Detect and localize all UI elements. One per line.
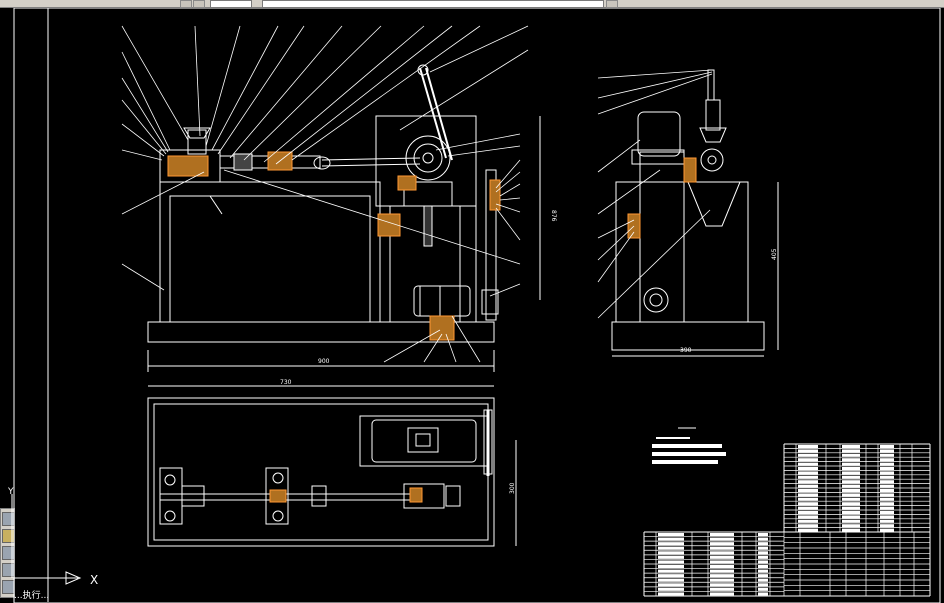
side-width-dimension: 390 [680, 347, 692, 354]
dropdown-arrow-icon[interactable] [606, 0, 618, 8]
toolbar-button[interactable] [193, 0, 205, 8]
plan-height-dimension: 300 [509, 482, 516, 494]
layer-dropdown[interactable] [210, 0, 252, 8]
toolbar-button[interactable] [180, 0, 192, 8]
toolbar [0, 0, 944, 8]
ucs-icon: X Y [7, 487, 98, 587]
side-height-dimension: 405 [771, 248, 778, 260]
front-height-dimension: 876 [550, 210, 557, 222]
leader-lines-front [121, 25, 529, 363]
technical-requirements [652, 427, 726, 464]
drawing-frame [13, 8, 941, 603]
front-width-dimension: 900 [318, 358, 330, 365]
x-axis-label: X [90, 573, 98, 587]
drawing-canvas[interactable]: 900 876 [0, 8, 944, 603]
leader-lines-side [597, 69, 713, 319]
y-axis-label: Y [7, 487, 14, 497]
command-line[interactable]: ...执行... [14, 591, 50, 601]
parts-list-table [643, 443, 931, 597]
property-dropdown[interactable] [262, 0, 604, 8]
plan-width-dimension: 730 [280, 379, 292, 386]
front-view: 900 876 [147, 64, 557, 372]
side-view: 390 405 [611, 69, 779, 357]
plan-view: 730 300 [147, 379, 517, 547]
title-block [783, 531, 930, 597]
